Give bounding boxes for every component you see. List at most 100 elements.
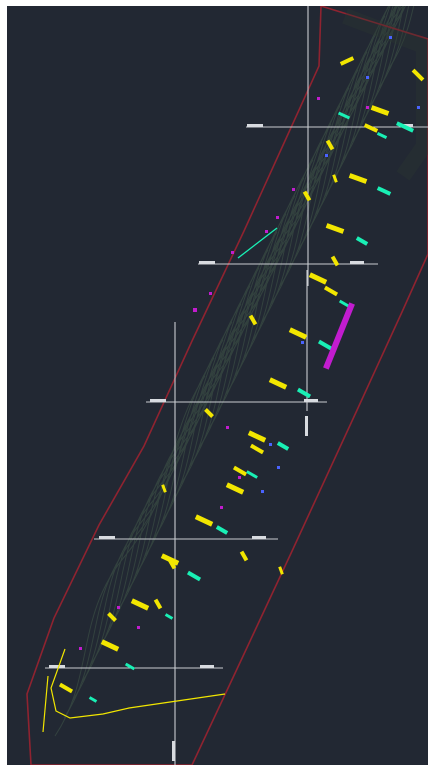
cad-drawing-svg	[26, 0, 432, 765]
contour-line	[351, 0, 400, 143]
grid-label	[99, 536, 115, 539]
elevation-label	[411, 68, 425, 82]
blue-dot	[261, 490, 264, 493]
cyan-marker	[337, 111, 351, 120]
contour-line	[297, 0, 407, 251]
magenta-markers	[79, 97, 369, 650]
contour-line	[117, 249, 269, 611]
grid-label	[304, 399, 318, 402]
grid-label	[200, 665, 214, 668]
contour-line	[225, 33, 377, 395]
cyan-marker	[246, 470, 258, 479]
contour-line	[90, 303, 242, 665]
contour-line	[99, 285, 251, 647]
contour-line	[342, 0, 400, 161]
elevation-label	[249, 443, 265, 455]
magenta-dot	[137, 626, 140, 629]
elevation-label	[225, 482, 245, 495]
elevation-label	[107, 612, 117, 622]
elevation-label	[130, 598, 150, 611]
contour-line	[162, 159, 314, 521]
cyan-marker	[276, 441, 290, 451]
elevation-label	[153, 598, 163, 610]
bench-layout	[342, 8, 432, 181]
elevation-label	[302, 190, 312, 202]
toe-polyline	[42, 648, 226, 733]
magenta-dot	[238, 476, 241, 479]
contour-line	[324, 0, 408, 197]
blue-dot	[366, 76, 369, 79]
contour-line	[243, 0, 394, 359]
elevation-label	[268, 377, 288, 390]
magenta-dot	[220, 506, 223, 509]
contour-line	[252, 0, 393, 341]
contour-line	[180, 123, 332, 485]
cyan-marker	[376, 132, 388, 139]
elevation-label	[239, 550, 249, 562]
grid-label	[305, 416, 308, 436]
cyan-markers	[88, 111, 415, 703]
blue-dot	[277, 466, 280, 469]
contour-line	[198, 87, 350, 449]
cyan-marker	[88, 696, 98, 703]
blue-markers	[261, 36, 420, 493]
drawing-canvas[interactable]	[7, 0, 432, 765]
contour-line	[144, 195, 296, 557]
site-boundary	[26, 4, 429, 765]
grid-label	[350, 261, 364, 264]
grid-labels	[49, 124, 413, 761]
magenta-dot	[317, 97, 320, 100]
elevation-label	[204, 408, 214, 418]
cyan-marker	[124, 662, 136, 671]
blue-dot	[269, 443, 272, 446]
cyan-marker	[215, 525, 229, 535]
contour-line	[207, 69, 359, 431]
contour-line	[153, 177, 305, 539]
elevation-label	[325, 139, 335, 151]
contour-lines	[54, 0, 416, 737]
elevation-label	[278, 566, 284, 575]
contour-line	[54, 375, 206, 737]
elevation-label	[330, 255, 340, 267]
elevation-label	[161, 484, 167, 493]
magenta-dot	[276, 216, 279, 219]
blue-dot	[325, 154, 328, 157]
elevation-label	[248, 314, 258, 326]
elevation-label	[325, 223, 345, 234]
elevation-label	[332, 174, 338, 183]
elevation-label	[194, 514, 214, 527]
contour-line	[72, 339, 224, 701]
elevation-label	[247, 430, 267, 443]
contour-line	[216, 51, 368, 413]
contour-line	[126, 231, 278, 593]
elevation-label	[58, 682, 74, 694]
cyan-marker	[355, 236, 369, 246]
contour-line	[171, 141, 323, 503]
elevation-labels	[58, 56, 425, 694]
grid-label	[252, 536, 266, 539]
contour-line	[189, 105, 341, 467]
contour-line	[288, 0, 403, 269]
cyan-marker	[164, 613, 174, 620]
elevation-label	[323, 285, 339, 297]
cyan-line	[237, 227, 278, 259]
cyan-marker	[338, 299, 350, 308]
cyan-marker	[376, 186, 392, 196]
elevation-label	[308, 272, 328, 285]
grid-label	[49, 665, 65, 668]
elevation-label	[167, 558, 177, 570]
magenta-dot	[79, 647, 82, 650]
elevation-label	[288, 327, 308, 340]
grid-label	[150, 399, 166, 402]
contour-line	[108, 267, 260, 629]
grid-lines	[45, 6, 428, 765]
magenta-dot	[117, 606, 120, 609]
magenta-dot	[193, 308, 197, 312]
contour-line	[369, 0, 406, 107]
contour-line	[270, 0, 396, 305]
blue-dot	[389, 36, 392, 39]
magenta-dot	[231, 251, 234, 254]
magenta-dot	[292, 188, 295, 191]
elevation-label	[348, 173, 368, 184]
